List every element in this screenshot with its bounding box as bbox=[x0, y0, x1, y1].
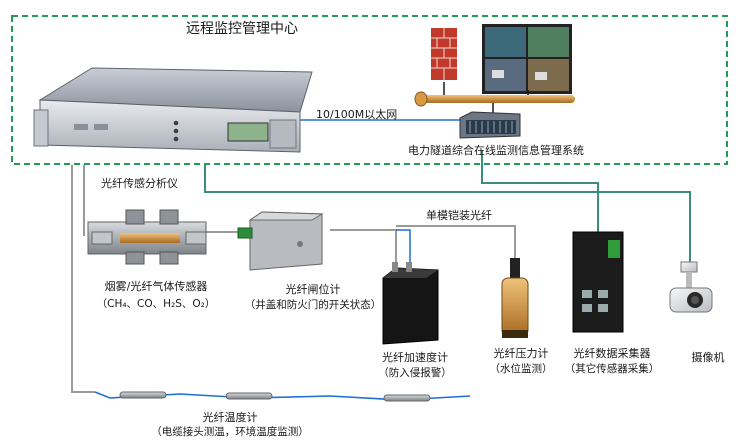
temperature-probes bbox=[119, 391, 431, 402]
fiber-trunk-left bbox=[71, 165, 95, 393]
camera-label: 摄像机 bbox=[691, 351, 725, 364]
position-sensor-title: 光纤闸位计 bbox=[285, 283, 341, 296]
cable-to-camera bbox=[204, 165, 691, 262]
firewall-icon bbox=[431, 28, 457, 80]
pressure-title: 光纤压力计 bbox=[493, 347, 549, 360]
position-sensor-icon bbox=[237, 211, 324, 271]
analyzer-display bbox=[227, 122, 269, 142]
collector-sub: （其它传感器采集） bbox=[564, 363, 660, 375]
data-collector-icon bbox=[572, 231, 624, 333]
camera-icon bbox=[669, 261, 713, 313]
accel-sub: （防入侵报警） bbox=[378, 367, 452, 379]
fiber-analyzer-rack bbox=[33, 67, 313, 153]
collector-title: 光纤数据采集器 bbox=[573, 347, 651, 360]
center-title: 远程监控管理中心 bbox=[186, 21, 298, 37]
gas-sensor-icon bbox=[87, 209, 207, 265]
fiber-to-pressure bbox=[396, 225, 516, 258]
cable-to-collector bbox=[481, 150, 599, 232]
video-wall-icon bbox=[482, 24, 572, 94]
system-label: 电力隧道综合在线监测信息管理系统 bbox=[408, 144, 584, 157]
analyzer-label: 光纤传感分析仪 bbox=[101, 177, 178, 190]
pressure-gauge-icon bbox=[501, 258, 529, 338]
temp-title: 光纤温度计 bbox=[202, 411, 258, 424]
fiber-to-accel bbox=[396, 229, 411, 268]
monitoring-center-frame bbox=[11, 15, 728, 165]
network-label: 10/100M以太网 bbox=[316, 108, 398, 121]
pressure-sub: （水位监测） bbox=[489, 363, 553, 375]
accelerometer-icon bbox=[382, 262, 439, 345]
position-sensor-sub: （井盖和防火门的开关状态） bbox=[244, 299, 382, 311]
accel-title: 光纤加速度计 bbox=[382, 351, 448, 364]
gas-sensor-sub: （CH₄、CO、H₂S、O₂） bbox=[96, 298, 216, 310]
single-mode-label: 单模铠装光纤 bbox=[426, 209, 492, 222]
temp-sub: （电缆接头测温，环境温度监测） bbox=[151, 426, 309, 438]
gas-sensor-title: 烟雾/光纤气体传感器 bbox=[104, 280, 208, 293]
management-server-icon bbox=[459, 111, 521, 139]
